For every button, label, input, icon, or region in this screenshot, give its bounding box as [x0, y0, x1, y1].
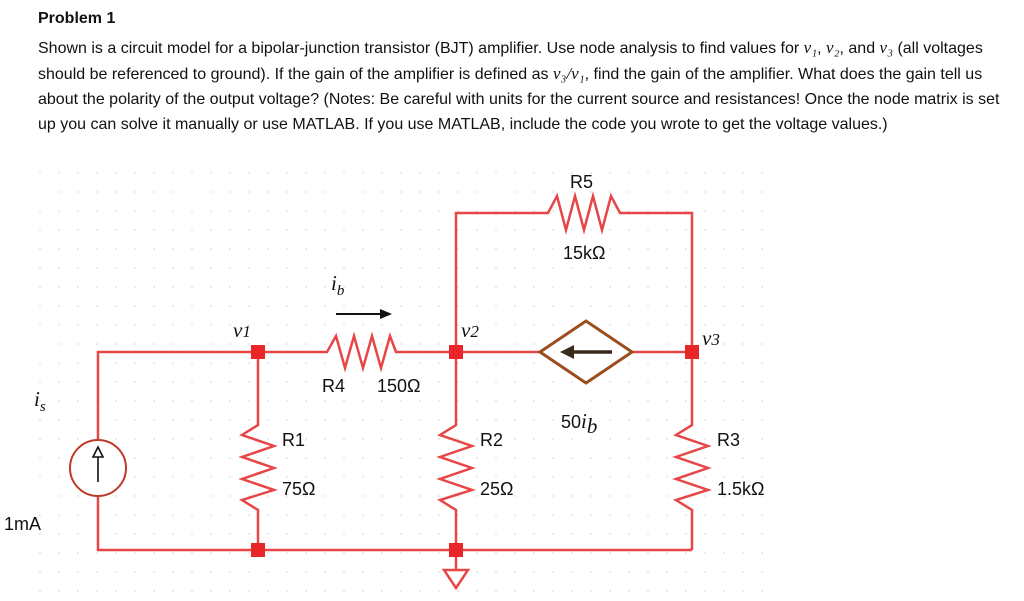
right-arrow-icon [380, 309, 392, 319]
problem-text-part: Shown is a circuit model for a bipolar-j… [38, 40, 804, 57]
label-node-v2: v2 [461, 318, 479, 342]
wire-top-loop-left [454, 211, 540, 352]
node-v2 [449, 345, 463, 359]
label-ib: ib [331, 271, 345, 299]
wire-left-top [96, 350, 320, 448]
label-v2-sub: 2 [470, 322, 479, 341]
label-is-sub: s [40, 399, 46, 415]
label-r4-name: R4 [322, 376, 345, 396]
var-gain: v₃/v₁ [552, 64, 585, 83]
label-is: is [34, 387, 46, 415]
label-v3-base: v [702, 326, 712, 350]
label-dep-coef: 50 [561, 412, 581, 432]
label-r5-value: 15kΩ [563, 243, 605, 263]
var-v1: v₁ [803, 38, 818, 57]
label-is-base: i [34, 387, 40, 411]
left-arrow-icon [560, 345, 574, 359]
problem-text-part: , [817, 40, 827, 57]
label-v1-sub: 1 [242, 322, 251, 341]
label-r3-name: R3 [717, 430, 740, 450]
dependent-source-50ib [537, 319, 635, 385]
wires [96, 211, 694, 552]
node-ground [449, 543, 463, 557]
label-r4-value: 150Ω [377, 376, 421, 396]
problem-text-part: , and [839, 40, 880, 57]
label-node-v1: v1 [233, 318, 251, 342]
problem-title: Problem 1 [38, 10, 116, 27]
resistor-r5-symbol [540, 191, 628, 235]
resistor-r4-symbol [320, 331, 402, 373]
resistor-r3-symbol [672, 420, 713, 515]
wire-top-loop-right [628, 211, 694, 352]
label-r5-name: R5 [570, 172, 593, 192]
label-r1-value: 75Ω [282, 479, 315, 499]
resistor-r2-symbol [436, 420, 477, 515]
label-r2-value: 25Ω [480, 479, 513, 499]
problem-text-part: , find the gain of the amplifier. What d… [38, 66, 1000, 133]
resistor-r1-symbol [238, 420, 279, 515]
wire-bottom-rail [96, 488, 692, 552]
label-dep-sub: b [587, 414, 598, 438]
label-dep-var: i [581, 409, 587, 433]
var-v3: v₃ [879, 38, 893, 57]
current-source-is [69, 439, 127, 497]
up-arrow-icon [91, 445, 105, 458]
label-dependent-source: 50ib [561, 409, 597, 438]
node-v1 [251, 345, 265, 359]
node-bottom-r1 [251, 543, 265, 557]
grid-background [30, 170, 770, 595]
label-ib-base: i [331, 271, 337, 295]
label-node-v3: v3 [702, 326, 720, 350]
var-v2: v₂ [826, 38, 840, 57]
label-r2-name: R2 [480, 430, 503, 450]
label-v2-base: v [461, 318, 471, 342]
label-r1-name: R1 [282, 430, 305, 450]
label-ib-sub: b [337, 283, 345, 299]
problem-text-part: (all voltages should be referenced to gr… [38, 40, 983, 83]
label-source-value: 1mA [4, 514, 41, 534]
problem-statement: Shown is a circuit model for a bipolar-j… [38, 35, 1003, 137]
label-v3-sub: 3 [710, 330, 720, 349]
label-v1-base: v [233, 318, 243, 342]
node-v3 [685, 345, 699, 359]
label-r3-value: 1.5kΩ [717, 479, 764, 499]
